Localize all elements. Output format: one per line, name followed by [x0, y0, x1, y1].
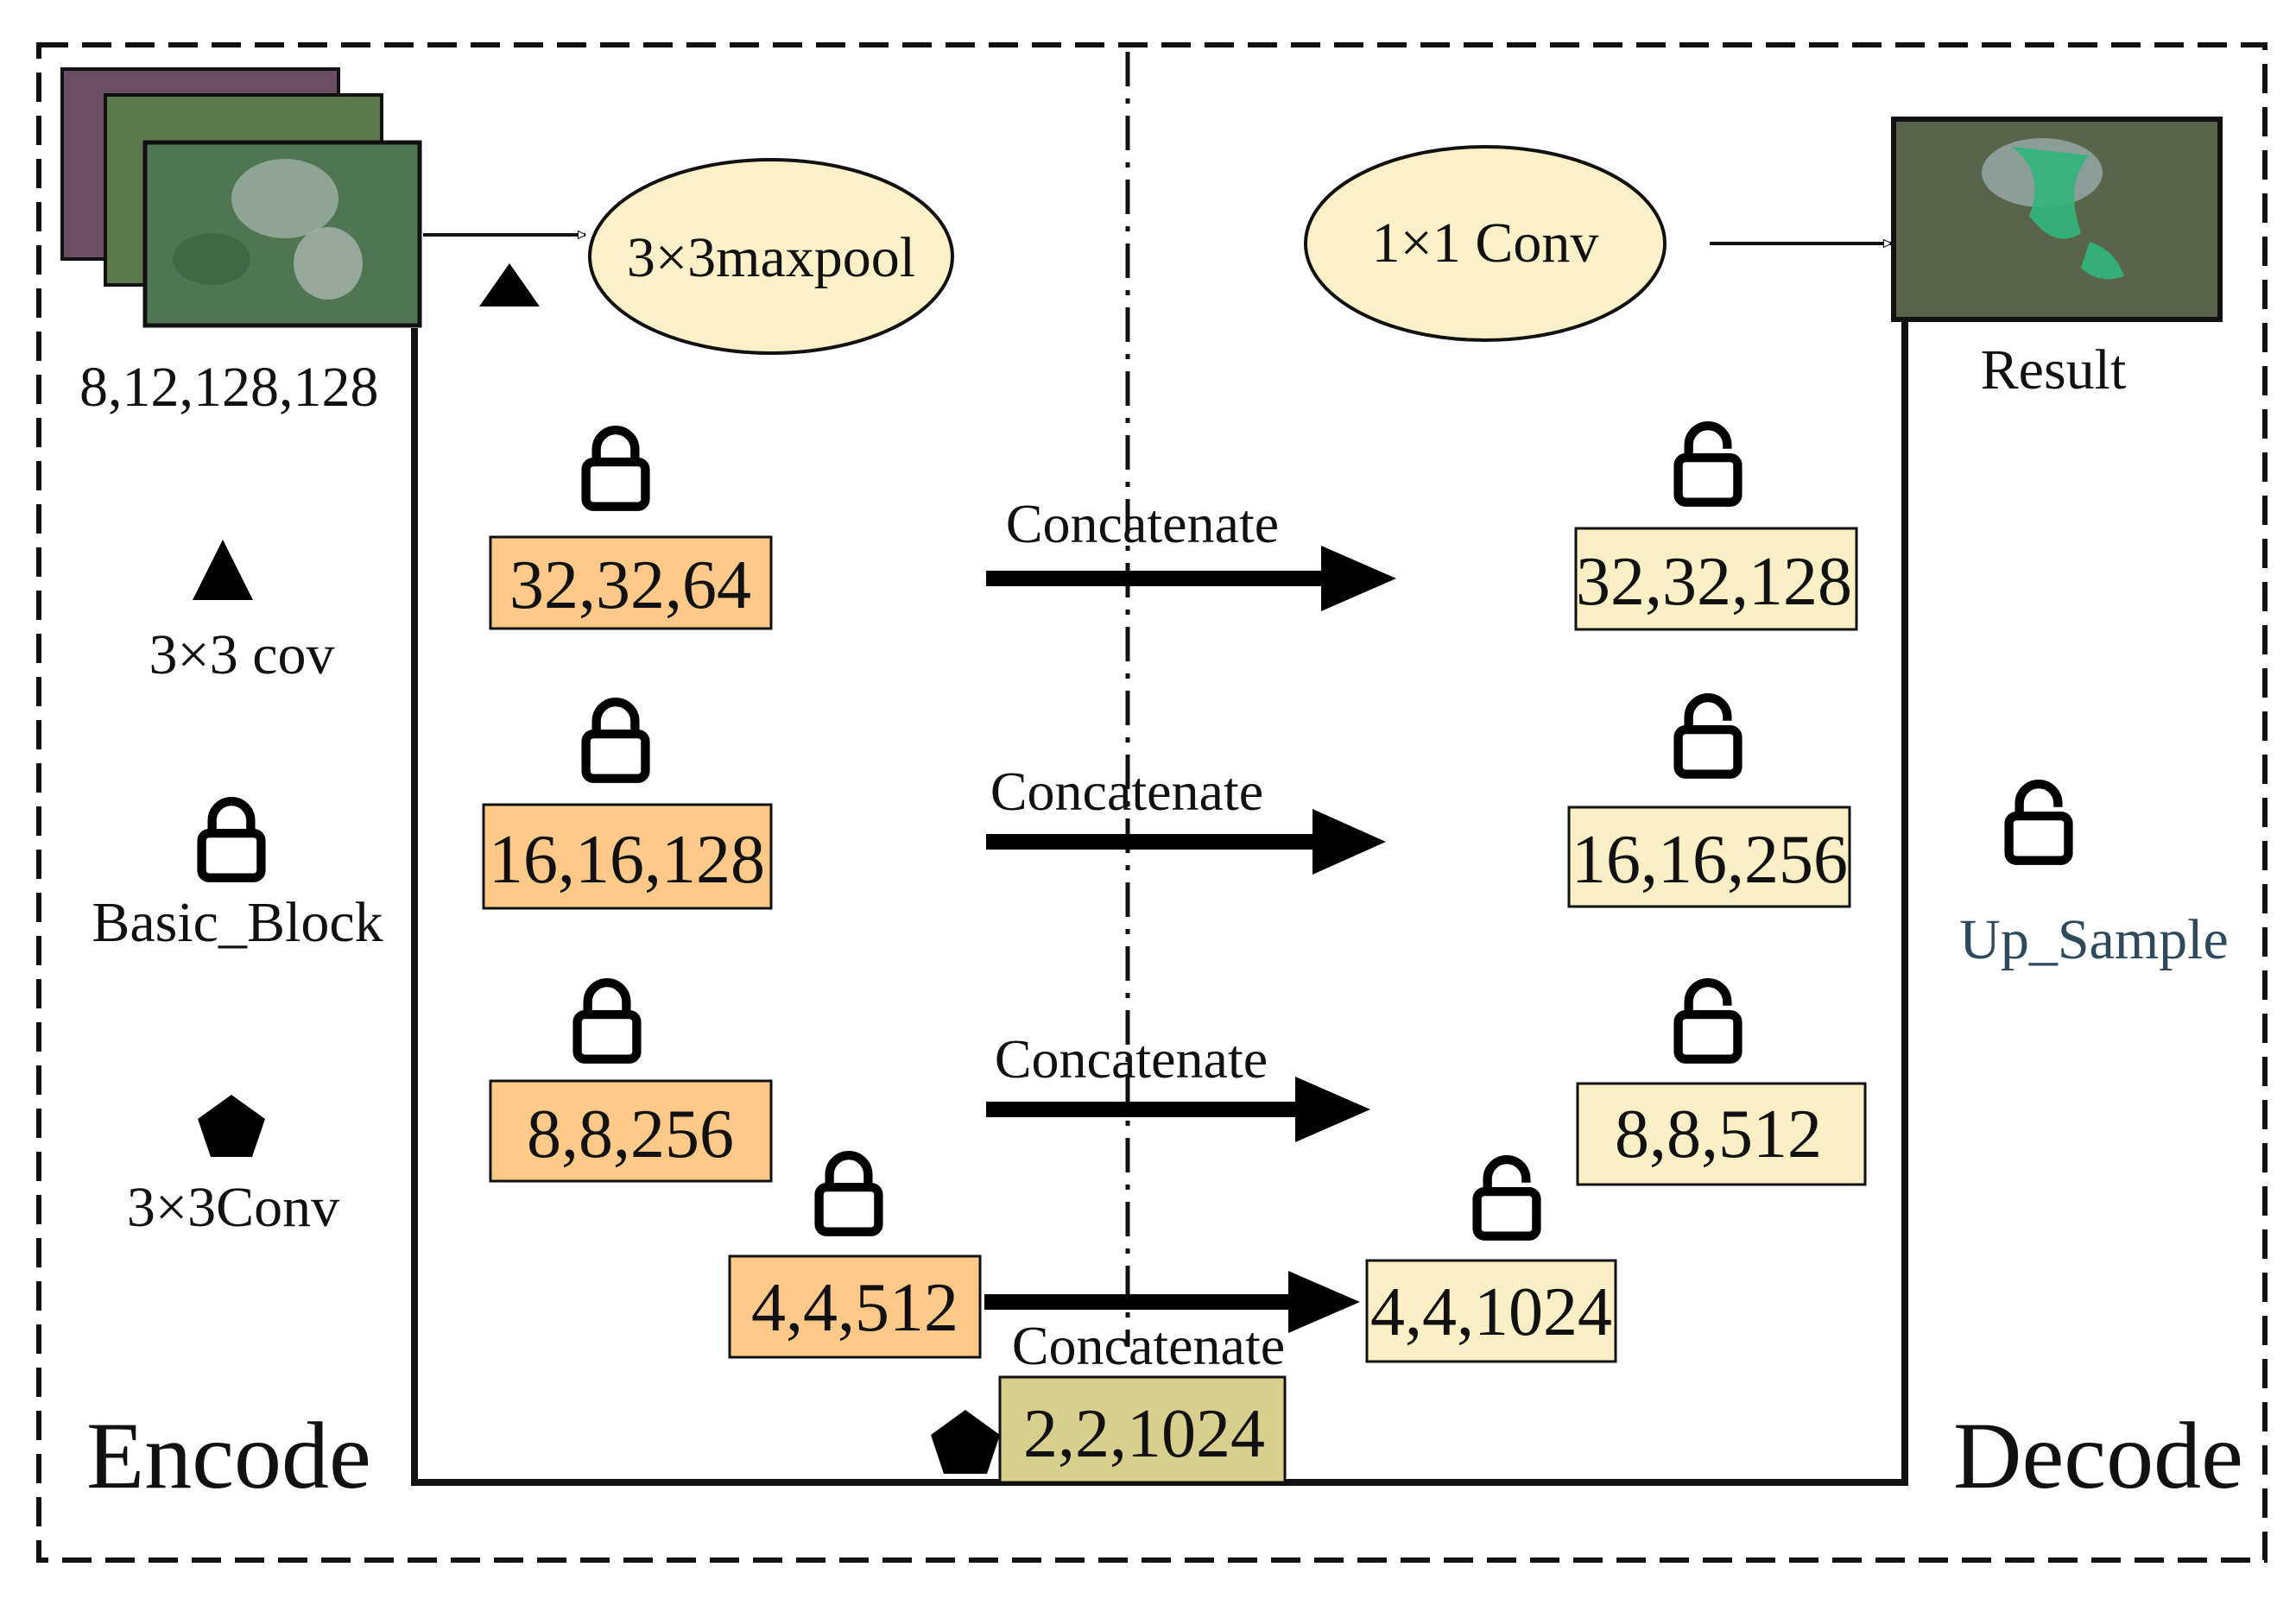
maxpool-label: 3×3maxpool: [627, 226, 915, 289]
encoder-block-1: 32,32,64: [489, 430, 773, 630]
maxpool-ellipse: [588, 158, 954, 355]
encode-section-label: Encode: [86, 1403, 371, 1508]
decoder-box: [1576, 1082, 1867, 1186]
concatenate-arrow-head: [1321, 546, 1396, 611]
result-label: Result: [1981, 338, 2127, 401]
encoder-box: [489, 535, 773, 630]
encoder-box: [728, 1254, 982, 1359]
legend-up-sample-label: Up_Sample: [1959, 908, 2229, 971]
encoder-box: [482, 803, 773, 910]
conv3x3-cov-triangle-icon: [479, 263, 540, 306]
decoder-dims-label: 4,4,1024: [1370, 1274, 1612, 1350]
concatenate-label: Concatenate: [1006, 493, 1279, 554]
concatenate-label: Concatenate: [990, 761, 1263, 822]
legend-conv3x3-label: 3×3Conv: [127, 1176, 339, 1239]
up-sample-lock-icon: [1679, 426, 1738, 502]
basic-block-lock-icon: [586, 430, 646, 507]
conv1x1-ellipse: [1304, 145, 1667, 342]
decoder-box: [1567, 806, 1851, 908]
decoder-box: [1365, 1259, 1617, 1363]
legend-triangle-icon: [193, 540, 253, 600]
result-image: [1891, 117, 2223, 322]
skip-connection-2: Concatenate: [986, 761, 1386, 875]
concatenate-label: Concatenate: [995, 1028, 1268, 1090]
skip-connection-1: Concatenate: [986, 493, 1396, 611]
concatenate-label: Concatenate: [1012, 1315, 1285, 1376]
encoder-block-2: 16,16,128: [482, 702, 773, 910]
decoder-block-3: 8,8,512: [1576, 983, 1867, 1186]
outer-dashed-frame: [36, 42, 2268, 1563]
legend-conv3x3-cov-label: 3×3 cov: [149, 623, 334, 686]
decoder-block-4: 4,4,1024: [1365, 1160, 1617, 1363]
decoder-block-1: 32,32,128: [1574, 426, 1858, 631]
decoder-dims-label: 16,16,256: [1572, 822, 1848, 898]
bottleneck-pentagon-icon: [931, 1410, 1000, 1474]
encoder-dims-label: 4,4,512: [751, 1270, 958, 1346]
encoder-box: [489, 1079, 773, 1183]
legend-pentagon-icon: [198, 1095, 265, 1157]
up-sample-lock-icon: [1679, 698, 1738, 774]
decoder-dims-label: 8,8,512: [1615, 1096, 1822, 1172]
up-sample-lock-icon: [1679, 983, 1738, 1059]
decoder-box: [1574, 527, 1858, 631]
basic-block-lock-icon: [578, 983, 637, 1059]
legend-basic-block-label: Basic_Block: [92, 891, 383, 954]
encoder-dims-label: 16,16,128: [489, 822, 765, 898]
decoder-dims-label: 32,32,128: [1576, 544, 1852, 620]
concatenate-arrow-head: [1288, 1271, 1360, 1333]
encoder-dims-label: 32,32,64: [509, 547, 751, 623]
bottleneck-box: [998, 1375, 1287, 1484]
input-image-stack: [60, 67, 422, 328]
input-dims-label: 8,12,128,128: [79, 356, 379, 419]
basic-block-lock-icon: [586, 702, 646, 779]
skip-connection-4: Concatenate: [984, 1271, 1360, 1376]
encoder-block-3: 8,8,256: [489, 983, 773, 1183]
bottleneck-dims-label: 2,2,1024: [1023, 1396, 1265, 1472]
conv1x1-label: 1×1 Conv: [1372, 212, 1599, 275]
concatenate-arrow-head: [1312, 809, 1386, 875]
concatenate-arrow-head: [1295, 1077, 1370, 1142]
legend-basic-block-lock-icon: [202, 801, 262, 878]
decode-section-label: Decode: [1953, 1403, 2243, 1508]
encoder-dims-label: 8,8,256: [527, 1096, 734, 1172]
skip-connection-3: Concatenate: [986, 1028, 1370, 1142]
decoder-block-2: 16,16,256: [1567, 698, 1851, 908]
up-sample-lock-icon: [1477, 1160, 1537, 1236]
encoder-block-4: 4,4,512: [728, 1155, 982, 1359]
legend-up-sample-lock-icon: [2009, 784, 2069, 861]
basic-block-lock-icon: [819, 1155, 879, 1232]
